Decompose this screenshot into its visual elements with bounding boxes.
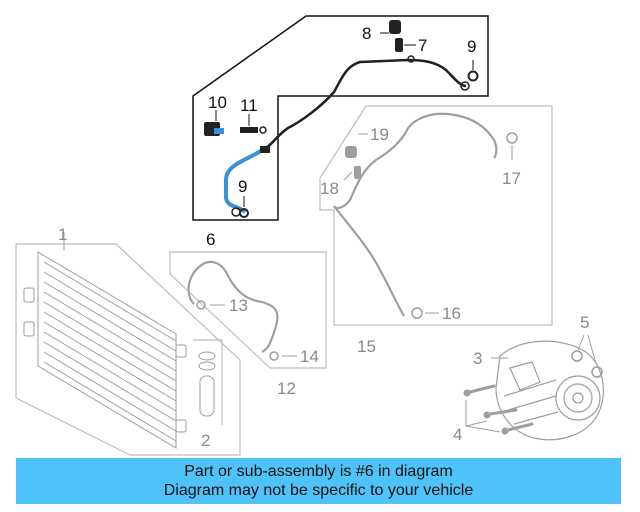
- callout-13: 13: [229, 296, 248, 315]
- switch-valve[interactable]: 11: [240, 96, 267, 134]
- callout-8: 8: [362, 24, 371, 43]
- callout-19: 19: [370, 125, 389, 144]
- service-valve-cap[interactable]: 8: [362, 20, 401, 43]
- callout-11: 11: [240, 96, 258, 115]
- callout-3: 3: [473, 349, 482, 368]
- callout-18: 18: [320, 179, 339, 198]
- pressure-line-group: 6: [192, 15, 489, 249]
- callout-9-lower: 9: [238, 177, 247, 196]
- callout-6: 6: [206, 230, 215, 249]
- compressor-group: 3 4 5: [453, 313, 604, 444]
- condenser-group: 1: [15, 225, 241, 456]
- callout-5: 5: [580, 313, 589, 332]
- suction-line-upper[interactable]: [404, 112, 498, 159]
- o-ring-17[interactable]: [506, 132, 518, 144]
- condenser-core[interactable]: [23, 251, 187, 449]
- drier-group: 2: [193, 339, 223, 450]
- seal-5a[interactable]: [571, 350, 583, 362]
- callout-16: 16: [442, 304, 461, 323]
- valve-core-18[interactable]: [354, 166, 361, 179]
- callout-10: 10: [208, 93, 227, 112]
- o-ring-14[interactable]: [269, 351, 279, 361]
- drier-cartridge[interactable]: [198, 351, 216, 417]
- seal-5b[interactable]: [591, 366, 603, 378]
- liquid-line-group: 13 14 12: [169, 251, 327, 398]
- callout-14: 14: [300, 347, 319, 366]
- pressure-line-hose[interactable]: [224, 55, 470, 217]
- service-valve-core[interactable]: 7: [395, 36, 427, 55]
- compressor-body[interactable]: [495, 340, 604, 441]
- banner-line-1: Part or sub-assembly is #6 in diagram: [184, 463, 453, 480]
- banner-line-2: Diagram may not be specific to your vehi…: [163, 482, 474, 499]
- callout-12: 12: [277, 379, 296, 398]
- liquid-line-hose[interactable]: [187, 260, 279, 353]
- suction-line-group: 17 19 18 16 15: [319, 105, 553, 356]
- callout-15: 15: [357, 337, 376, 356]
- o-ring-upper[interactable]: 9: [467, 37, 479, 82]
- o-ring-13[interactable]: [196, 300, 206, 310]
- o-ring-16[interactable]: [411, 307, 423, 319]
- callout-4: 4: [453, 425, 462, 444]
- callout-9-upper: 9: [467, 37, 476, 56]
- o-ring-lower[interactable]: 9: [238, 177, 249, 218]
- valve-cap-19[interactable]: [345, 146, 357, 158]
- pressure-switch[interactable]: 10: [204, 93, 227, 136]
- callout-7: 7: [418, 36, 427, 55]
- callout-2: 2: [201, 431, 210, 450]
- info-banner: Part or sub-assembly is #6 in diagram Di…: [16, 458, 621, 504]
- suction-line-lower[interactable]: [333, 131, 407, 317]
- compressor-bolts[interactable]: [468, 384, 534, 432]
- callout-17: 17: [502, 169, 521, 188]
- callout-1: 1: [58, 225, 67, 244]
